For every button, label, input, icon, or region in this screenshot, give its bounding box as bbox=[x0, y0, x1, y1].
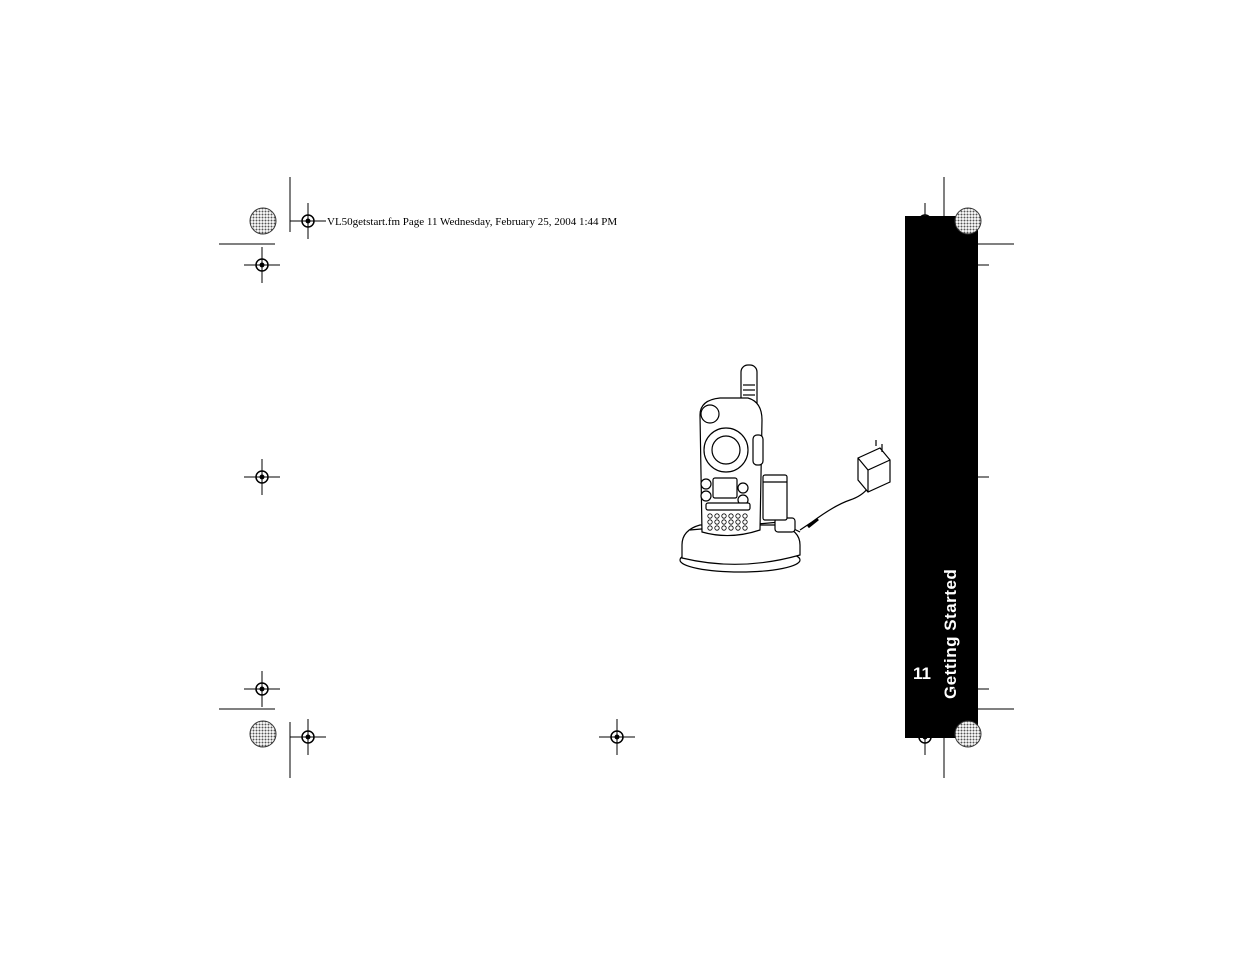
crop-marks bbox=[219, 177, 1014, 778]
radio-charger-illustration bbox=[679, 364, 891, 573]
file-info-header: VL50getstart.fm Page 11 Wednesday, Febru… bbox=[327, 216, 618, 228]
page-number: 11 bbox=[913, 664, 931, 683]
star-targets bbox=[249, 207, 982, 748]
